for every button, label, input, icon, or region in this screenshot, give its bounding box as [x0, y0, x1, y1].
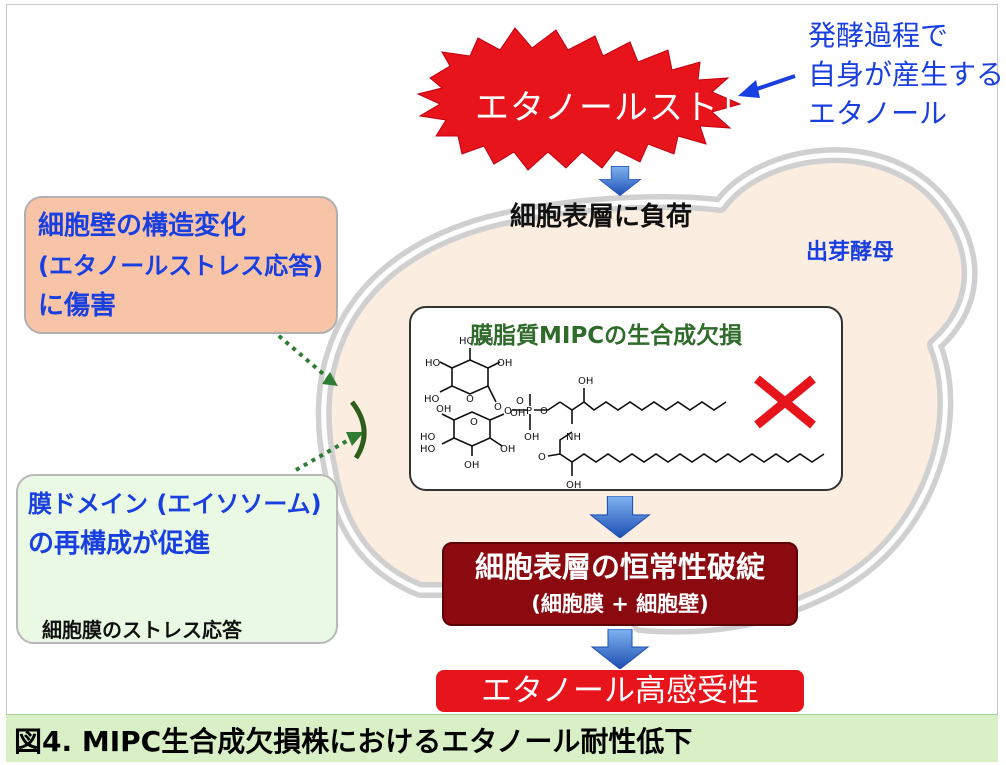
- homeostasis-line-1: 細胞表層の恒常性破綻: [474, 550, 765, 584]
- svg-text:O: O: [494, 402, 502, 413]
- yeast-label: 出芽酵母: [806, 240, 895, 265]
- svg-text:OH: OH: [500, 444, 515, 455]
- mipc-box: [409, 306, 843, 491]
- svg-text:HO: HO: [424, 394, 440, 405]
- svg-text:OH: OH: [436, 404, 451, 415]
- svg-text:OH: OH: [510, 408, 525, 419]
- stress-starburst: [416, 27, 742, 171]
- stress-label: エタノールストレス: [475, 88, 789, 128]
- down-arrow-1: [599, 165, 641, 197]
- wall-damage-line-2: (エタノールストレス応答): [38, 252, 324, 280]
- svg-text:P: P: [526, 406, 532, 417]
- surface-load-label: 細胞表層に負荷: [510, 202, 693, 232]
- domain-sub-label: 細胞膜のストレス応答: [42, 618, 242, 642]
- svg-text:O: O: [466, 394, 474, 405]
- caption-text: 図4. MIPC生合成欠損株におけるエタノール耐性低下: [14, 725, 693, 758]
- stress-source-text: 発酵過程で 自身が産生する エタノール: [808, 16, 1005, 133]
- figure-caption: 図4. MIPC生合成欠損株におけるエタノール耐性低下: [6, 714, 998, 762]
- domain-line-2: の再構成が促進: [28, 529, 211, 559]
- svg-text:O: O: [538, 452, 546, 463]
- homeostasis-line-2: (細胞膜 + 細胞壁): [531, 592, 709, 616]
- svg-text:OH: OH: [566, 480, 581, 491]
- svg-text:HO: HO: [420, 444, 436, 455]
- stress-source-line-1: 発酵過程で: [808, 19, 949, 52]
- result-box: エタノール高感受性: [436, 670, 804, 712]
- svg-text:OH: OH: [578, 376, 593, 387]
- svg-text:O: O: [540, 406, 548, 417]
- wall-damage-line-3: に傷害: [38, 291, 117, 321]
- stress-source-line-2: 自身が産生する: [808, 58, 1005, 91]
- svg-text:OH: OH: [524, 432, 539, 443]
- result-label: エタノール高感受性: [480, 673, 760, 709]
- mipc-box-title: 膜脂質MIPCの生合成欠損: [470, 323, 743, 349]
- svg-text:OH: OH: [478, 336, 493, 347]
- svg-text:NH: NH: [566, 432, 581, 443]
- domain-line-1: 膜ドメイン (エイソソーム): [28, 490, 322, 518]
- membrane-bracket: [350, 400, 367, 460]
- homeostasis-box: 細胞表層の恒常性破綻 (細胞膜 + 細胞壁): [442, 542, 798, 626]
- deficiency-x-mark: [754, 375, 816, 429]
- svg-text:O: O: [516, 396, 524, 407]
- svg-text:OH: OH: [464, 460, 479, 471]
- down-arrow-3: [591, 629, 649, 669]
- svg-text:O: O: [470, 417, 478, 428]
- domain-box: 膜ドメイン (エイソソーム) の再構成が促進: [16, 474, 338, 644]
- svg-text:OH: OH: [497, 358, 512, 369]
- svg-text:HO: HO: [425, 358, 441, 369]
- mipc-structure: [439, 348, 825, 476]
- wall-damage-line-1: 細胞壁の構造変化: [38, 211, 247, 241]
- svg-text:O: O: [504, 406, 512, 417]
- source-arrow: [738, 74, 796, 98]
- svg-text:HO: HO: [459, 336, 475, 347]
- mipc-structure-labels: HO HO OH OH HO O O O OH O HO OH OH HO OH…: [420, 336, 593, 491]
- dotted-arrow-wall: [270, 328, 338, 386]
- wall-damage-box: 細胞壁の構造変化 (エタノールストレス応答) に傷害: [24, 196, 338, 334]
- stress-source-line-3: エタノール: [808, 97, 948, 130]
- dotted-arrow-domain: [295, 432, 364, 472]
- svg-text:HO: HO: [420, 432, 436, 443]
